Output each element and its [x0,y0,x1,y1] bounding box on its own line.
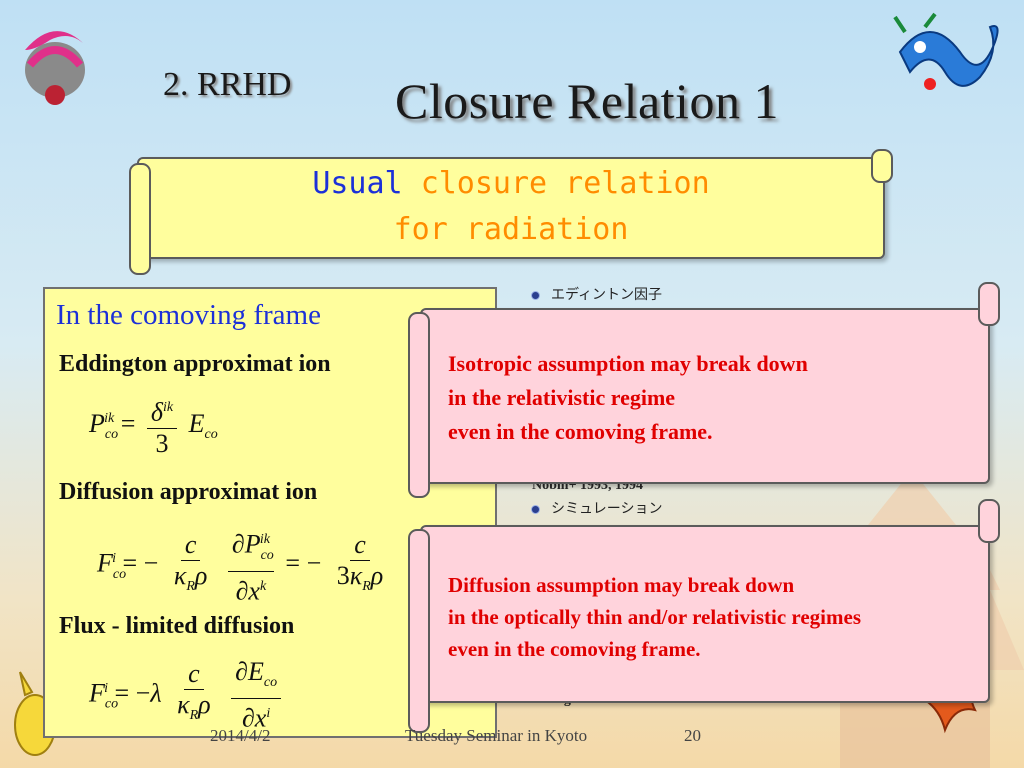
isotropic-line-3: even in the comoving frame. [448,419,713,444]
isotropic-line-2: in the relativistic regime [448,385,676,410]
slide-title: Closure Relation 1 [395,73,779,129]
diffusion-line-1: Diffusion assumption may break down [448,573,795,597]
banner-usual: Usual [312,166,403,201]
closure-banner: Usual closure relation for radiation [129,149,893,275]
eddington-label: Eddington approximat ion [59,351,331,377]
equation-panel: In the comoving frame Eddington approxim… [43,287,497,738]
bullet-item-eddington-factor: エディントン因子 [532,284,662,304]
footer-event: Tuesday Seminar in Kyoto [405,726,588,745]
bullet-item-simulation: シミュレーション [532,498,662,518]
bullet-dot-icon [532,291,539,299]
footer-page-number: 20 [684,726,701,745]
isotropic-line-1: Isotropic assumption may break down [448,351,808,376]
flux-limited-label: Flux - limited diffusion [59,613,295,639]
diffusion-note-scroll: Diffusion assumption may break down in t… [408,499,1000,733]
panel-heading: In the comoving frame [56,299,321,331]
mascot-top-left-icon [25,31,85,105]
dragon-top-right-icon [893,12,999,90]
diffusion-line-3: even in the comoving frame. [448,637,701,661]
section-label: 2. RRHD [163,66,292,103]
bullet-dot-icon [532,505,539,513]
footer-date: 2014/4/2 [210,726,271,745]
diffusion-label: Diffusion approximat ion [59,479,318,505]
diffusion-line-2: in the optically thin and/or relativisti… [448,605,861,629]
isotropic-note-scroll: Isotropic assumption may break down in t… [408,282,1000,498]
banner-closure: closure relation [420,166,710,201]
banner-radiation: for radiation [393,212,629,247]
